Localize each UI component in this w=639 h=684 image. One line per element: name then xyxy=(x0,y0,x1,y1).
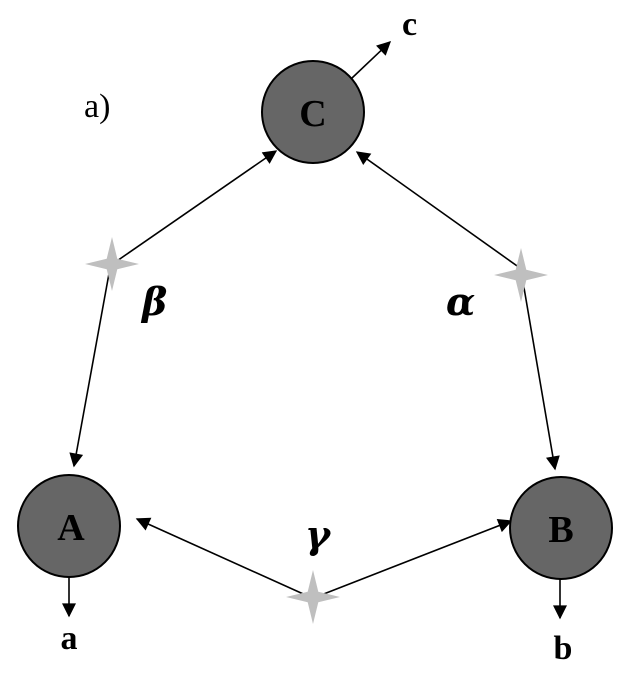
node-c-label: C xyxy=(299,93,326,135)
edge-beta-to-a xyxy=(69,267,111,468)
source-label-alpha: α xyxy=(446,279,475,324)
output-label-b: b xyxy=(554,630,573,667)
edge-gamma-to-b xyxy=(315,519,513,598)
node-c: C xyxy=(261,60,365,164)
source-star-alpha xyxy=(494,248,548,302)
edge-beta-to-c xyxy=(113,150,278,264)
source-label-gamma: γ xyxy=(305,512,332,557)
output-arrow-c xyxy=(351,41,392,79)
edge-alpha-to-b xyxy=(521,275,560,471)
output-label-a: a xyxy=(61,620,78,657)
edge-alpha-to-c xyxy=(355,151,521,269)
edge-gamma-to-a xyxy=(135,517,311,598)
node-b-label: B xyxy=(548,509,573,551)
node-a: A xyxy=(17,474,121,578)
source-star-gamma xyxy=(286,570,340,624)
node-b: B xyxy=(509,476,613,580)
source-label-beta: β xyxy=(140,279,167,324)
node-a-label: A xyxy=(57,507,85,549)
output-label-c: c xyxy=(402,6,417,43)
source-star-beta xyxy=(85,237,139,291)
panel-label: a) xyxy=(84,88,110,125)
